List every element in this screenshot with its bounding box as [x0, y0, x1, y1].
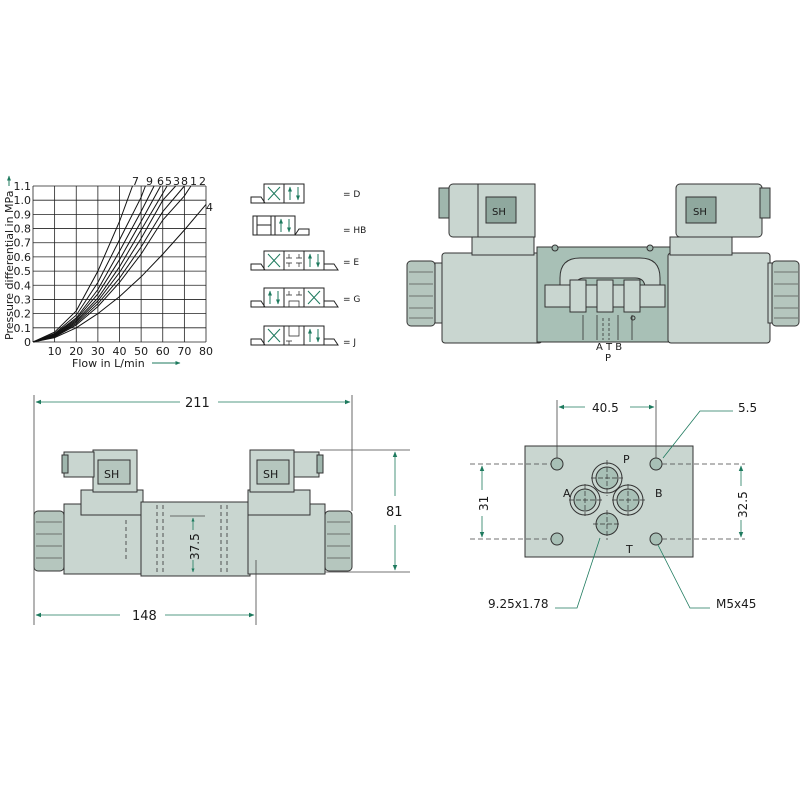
- curve-2: [32, 185, 192, 343]
- oring-size-label: 9.25x1.78: [488, 597, 549, 611]
- chart-x-ticks: 10 20 30 40 50 60 70 80: [48, 345, 213, 358]
- ports: [569, 460, 646, 540]
- svg-text:0.7: 0.7: [14, 237, 32, 250]
- spool-symbol-g: = G: [250, 287, 360, 308]
- port-pattern-dimensions: 40.5 5.5 31 32.5 9.25x1.78 M5x45: [470, 400, 757, 611]
- svg-text:= D: = D: [343, 190, 360, 200]
- curve-label-1: 1: [190, 175, 197, 188]
- chart-y-ticks: 00.10.2 0.30.40.50.60.70.8 0.91.01.1: [14, 180, 32, 349]
- svg-text:0.5: 0.5: [14, 265, 32, 278]
- port-label-b: B: [655, 487, 663, 500]
- svg-text:0.9: 0.9: [14, 208, 32, 221]
- left-manual-knob: [406, 260, 436, 327]
- pressure-flow-chart: 00.10.2 0.30.40.50.60.70.8 0.91.01.1 10 20 3…: [3, 175, 213, 370]
- svg-text:0.1: 0.1: [14, 322, 32, 335]
- curve-4: [32, 204, 207, 343]
- svg-text:0.6: 0.6: [14, 251, 32, 264]
- spool-symbol-e: = E: [250, 250, 359, 271]
- front-left-coil: [63, 503, 143, 575]
- front-view-dimensions: 211 148 81 37.5: [33, 395, 410, 625]
- svg-text:= E: = E: [343, 258, 359, 268]
- curve-9: [32, 185, 146, 343]
- curve-6: [32, 185, 155, 343]
- valve-section-view: SH SH A T B P: [406, 183, 800, 364]
- left-sh-label-box: [485, 196, 517, 224]
- section-port-labels: A T B: [596, 342, 622, 353]
- svg-text:20: 20: [69, 345, 83, 358]
- spool-symbol-legend: = D = HB = E: [250, 183, 366, 348]
- dim-32-5: 32.5: [736, 491, 750, 518]
- spool-symbol-d: = D: [250, 183, 360, 204]
- svg-text:0.4: 0.4: [14, 279, 32, 292]
- dim-81: 81: [386, 505, 403, 520]
- dim-37-5: 37.5: [188, 533, 202, 560]
- svg-text:1.0: 1.0: [14, 194, 32, 207]
- curve-5: [32, 185, 162, 343]
- chart-y-label: Pressure differential in MPa: [3, 191, 16, 340]
- front-left-knob: [33, 510, 65, 572]
- chart-curves: [32, 185, 207, 343]
- curve-label-3: 3: [173, 175, 180, 188]
- svg-text:= G: = G: [343, 295, 360, 305]
- curve-label-2: 2: [199, 175, 206, 188]
- port-pattern-view: P A B T: [524, 445, 694, 558]
- curve-label-5: 5: [165, 175, 172, 188]
- svg-text:1.1: 1.1: [14, 180, 32, 193]
- dim-31: 31: [477, 496, 491, 511]
- port-label-p: P: [623, 453, 630, 466]
- left-sh-label: SH: [492, 207, 506, 218]
- curve-label-7: 7: [132, 175, 139, 188]
- dim-211: 211: [185, 396, 210, 411]
- curve-label-8: 8: [181, 175, 188, 188]
- right-sh-label: SH: [693, 207, 707, 218]
- svg-text:= HB: = HB: [343, 226, 366, 236]
- svg-text:30: 30: [91, 345, 105, 358]
- curve-label-4: 4: [206, 201, 213, 214]
- svg-text:70: 70: [177, 345, 191, 358]
- port-label-a: A: [563, 487, 571, 500]
- svg-text:0.3: 0.3: [14, 293, 32, 306]
- spool-symbol-hb: = HB: [252, 215, 366, 236]
- svg-text:0: 0: [24, 336, 31, 349]
- valve-front-view: SH SH: [33, 449, 353, 577]
- svg-text:40: 40: [113, 345, 127, 358]
- curve-label-6: 6: [157, 175, 164, 188]
- dim-148: 148: [132, 609, 157, 624]
- svg-text:80: 80: [199, 345, 213, 358]
- chart-x-label: Flow in L/min: [72, 357, 145, 370]
- curve-1: [32, 185, 185, 343]
- curve-7: [32, 185, 133, 343]
- front-right-sh-label: SH: [263, 468, 278, 481]
- bolt-size-label: M5x45: [716, 597, 756, 611]
- svg-text:= J: = J: [343, 338, 356, 348]
- svg-text:0.2: 0.2: [14, 308, 32, 321]
- bolt-holes: [550, 457, 663, 546]
- svg-text:50: 50: [134, 345, 148, 358]
- front-right-coil: [247, 503, 326, 575]
- right-sh-label-box: [685, 196, 717, 224]
- curve-label-9: 9: [146, 175, 153, 188]
- front-valve-body: [140, 501, 251, 577]
- svg-text:60: 60: [156, 345, 170, 358]
- front-left-sh-label: SH: [104, 468, 119, 481]
- right-coil-body: [667, 252, 771, 344]
- dim-40-5: 40.5: [592, 401, 619, 415]
- front-right-knob: [324, 510, 353, 572]
- dim-5-5: 5.5: [738, 401, 757, 415]
- right-manual-knob: [771, 260, 800, 327]
- port-label-t: T: [625, 543, 633, 556]
- chart-grid: [32, 185, 207, 343]
- curve-3: [32, 185, 168, 343]
- spool-symbol-j: = J: [250, 325, 356, 348]
- section-port-p: P: [605, 353, 611, 364]
- left-coil-body: [441, 252, 543, 344]
- svg-text:10: 10: [48, 345, 62, 358]
- svg-text:0.8: 0.8: [14, 223, 32, 236]
